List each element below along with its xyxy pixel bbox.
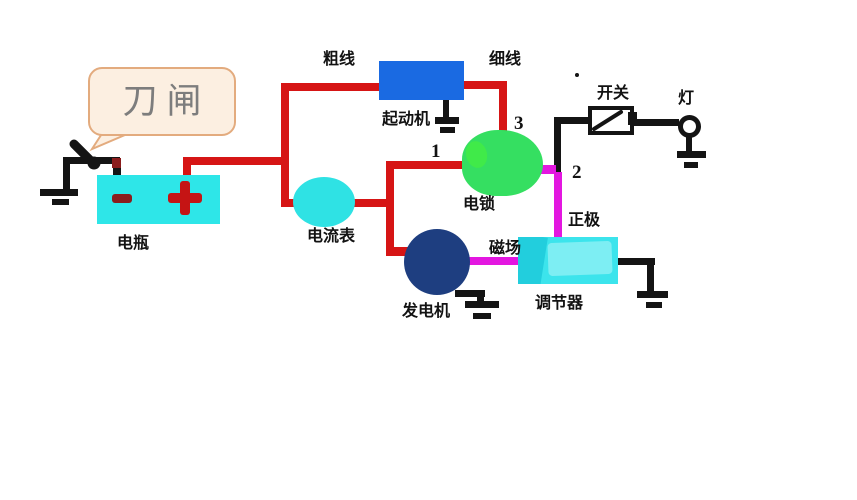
wire-positive-to-regulator xyxy=(554,172,562,241)
label-battery: 电瓶 xyxy=(117,235,150,252)
callout-bubble: 刀闸 xyxy=(88,67,236,136)
wire-terminal2-vertical xyxy=(554,117,561,174)
label-field: 磁场 xyxy=(489,240,522,257)
wire-left-ground-drop xyxy=(63,157,70,192)
lamp-icon xyxy=(678,115,701,138)
regulator-ground-bar1 xyxy=(637,291,668,298)
wire-to-battery-negative xyxy=(113,159,121,185)
wire-switch-to-lamp xyxy=(632,119,679,126)
label-ammeter: 电流表 xyxy=(307,228,356,245)
wire-regulator-ground-drop xyxy=(647,258,654,294)
regulator-ground-bar2 xyxy=(646,302,662,308)
battery-minus-symbol xyxy=(112,194,132,203)
stray-dot xyxy=(575,73,579,77)
wire-terminal1-to-ignition xyxy=(387,161,463,169)
left-ground-bar1 xyxy=(40,189,78,196)
wire-generator-ground-drop xyxy=(477,290,484,305)
label-thin-wire: 细线 xyxy=(489,51,522,68)
terminal-1: 1 xyxy=(431,141,441,162)
lamp-ground-bar1 xyxy=(677,151,706,158)
wire-to-switch xyxy=(554,117,592,124)
label-thick-wire: 粗线 xyxy=(323,51,356,68)
wire-field-generator-to-regulator xyxy=(468,257,525,265)
label-ignition: 电锁 xyxy=(463,196,496,213)
wire-battery-to-junction xyxy=(183,157,289,165)
regulator-highlight xyxy=(547,240,613,277)
label-generator: 发电机 xyxy=(402,303,451,320)
label-regulator: 调节器 xyxy=(535,295,584,312)
regulator-body xyxy=(518,237,618,284)
label-starter: 起动机 xyxy=(382,111,431,128)
terminal-3: 3 xyxy=(514,113,524,134)
wire-regulator-ground-horizontal xyxy=(616,258,655,265)
battery-plus-symbol-bar xyxy=(168,193,202,203)
starter-ground-bar2 xyxy=(440,127,455,133)
wire-lamp-ground-drop xyxy=(686,136,692,154)
wire-mid-vertical xyxy=(386,161,394,253)
lamp-ground-bar2 xyxy=(684,162,698,168)
wire-generator-ground-horizontal xyxy=(455,290,485,297)
wire-thick-to-starter xyxy=(281,83,381,91)
generator-body xyxy=(404,229,470,295)
ammeter-body xyxy=(293,177,355,227)
starter-ground-bar1 xyxy=(435,117,459,124)
switch-contact-nub xyxy=(628,112,637,125)
label-switch: 开关 xyxy=(597,85,630,102)
wire-battery-positive-up xyxy=(183,157,191,184)
label-lamp: 灯 xyxy=(678,90,695,107)
generator-ground-bar2 xyxy=(473,313,491,319)
left-ground-bar2 xyxy=(52,199,69,205)
negative-connector-dot xyxy=(112,158,121,168)
wire-to-generator xyxy=(386,247,410,256)
wire-ignition-to-terminal2 xyxy=(540,165,556,174)
generator-ground-bar1 xyxy=(465,301,499,308)
wire-thin-to-ignition xyxy=(499,81,507,137)
terminal-2: 2 xyxy=(572,162,582,183)
wire-left-vertical xyxy=(281,83,289,207)
regulator-shade-band xyxy=(518,237,548,284)
label-positive: 正极 xyxy=(568,212,601,229)
wire-starter-ground-drop xyxy=(443,100,449,120)
wire-starter-right xyxy=(463,81,507,89)
callout-text: 刀闸 xyxy=(122,82,211,121)
wire-ammeter-left-stub xyxy=(281,199,303,207)
starter-motor-body xyxy=(379,61,464,100)
wire-ammeter-right-stub xyxy=(351,199,393,207)
